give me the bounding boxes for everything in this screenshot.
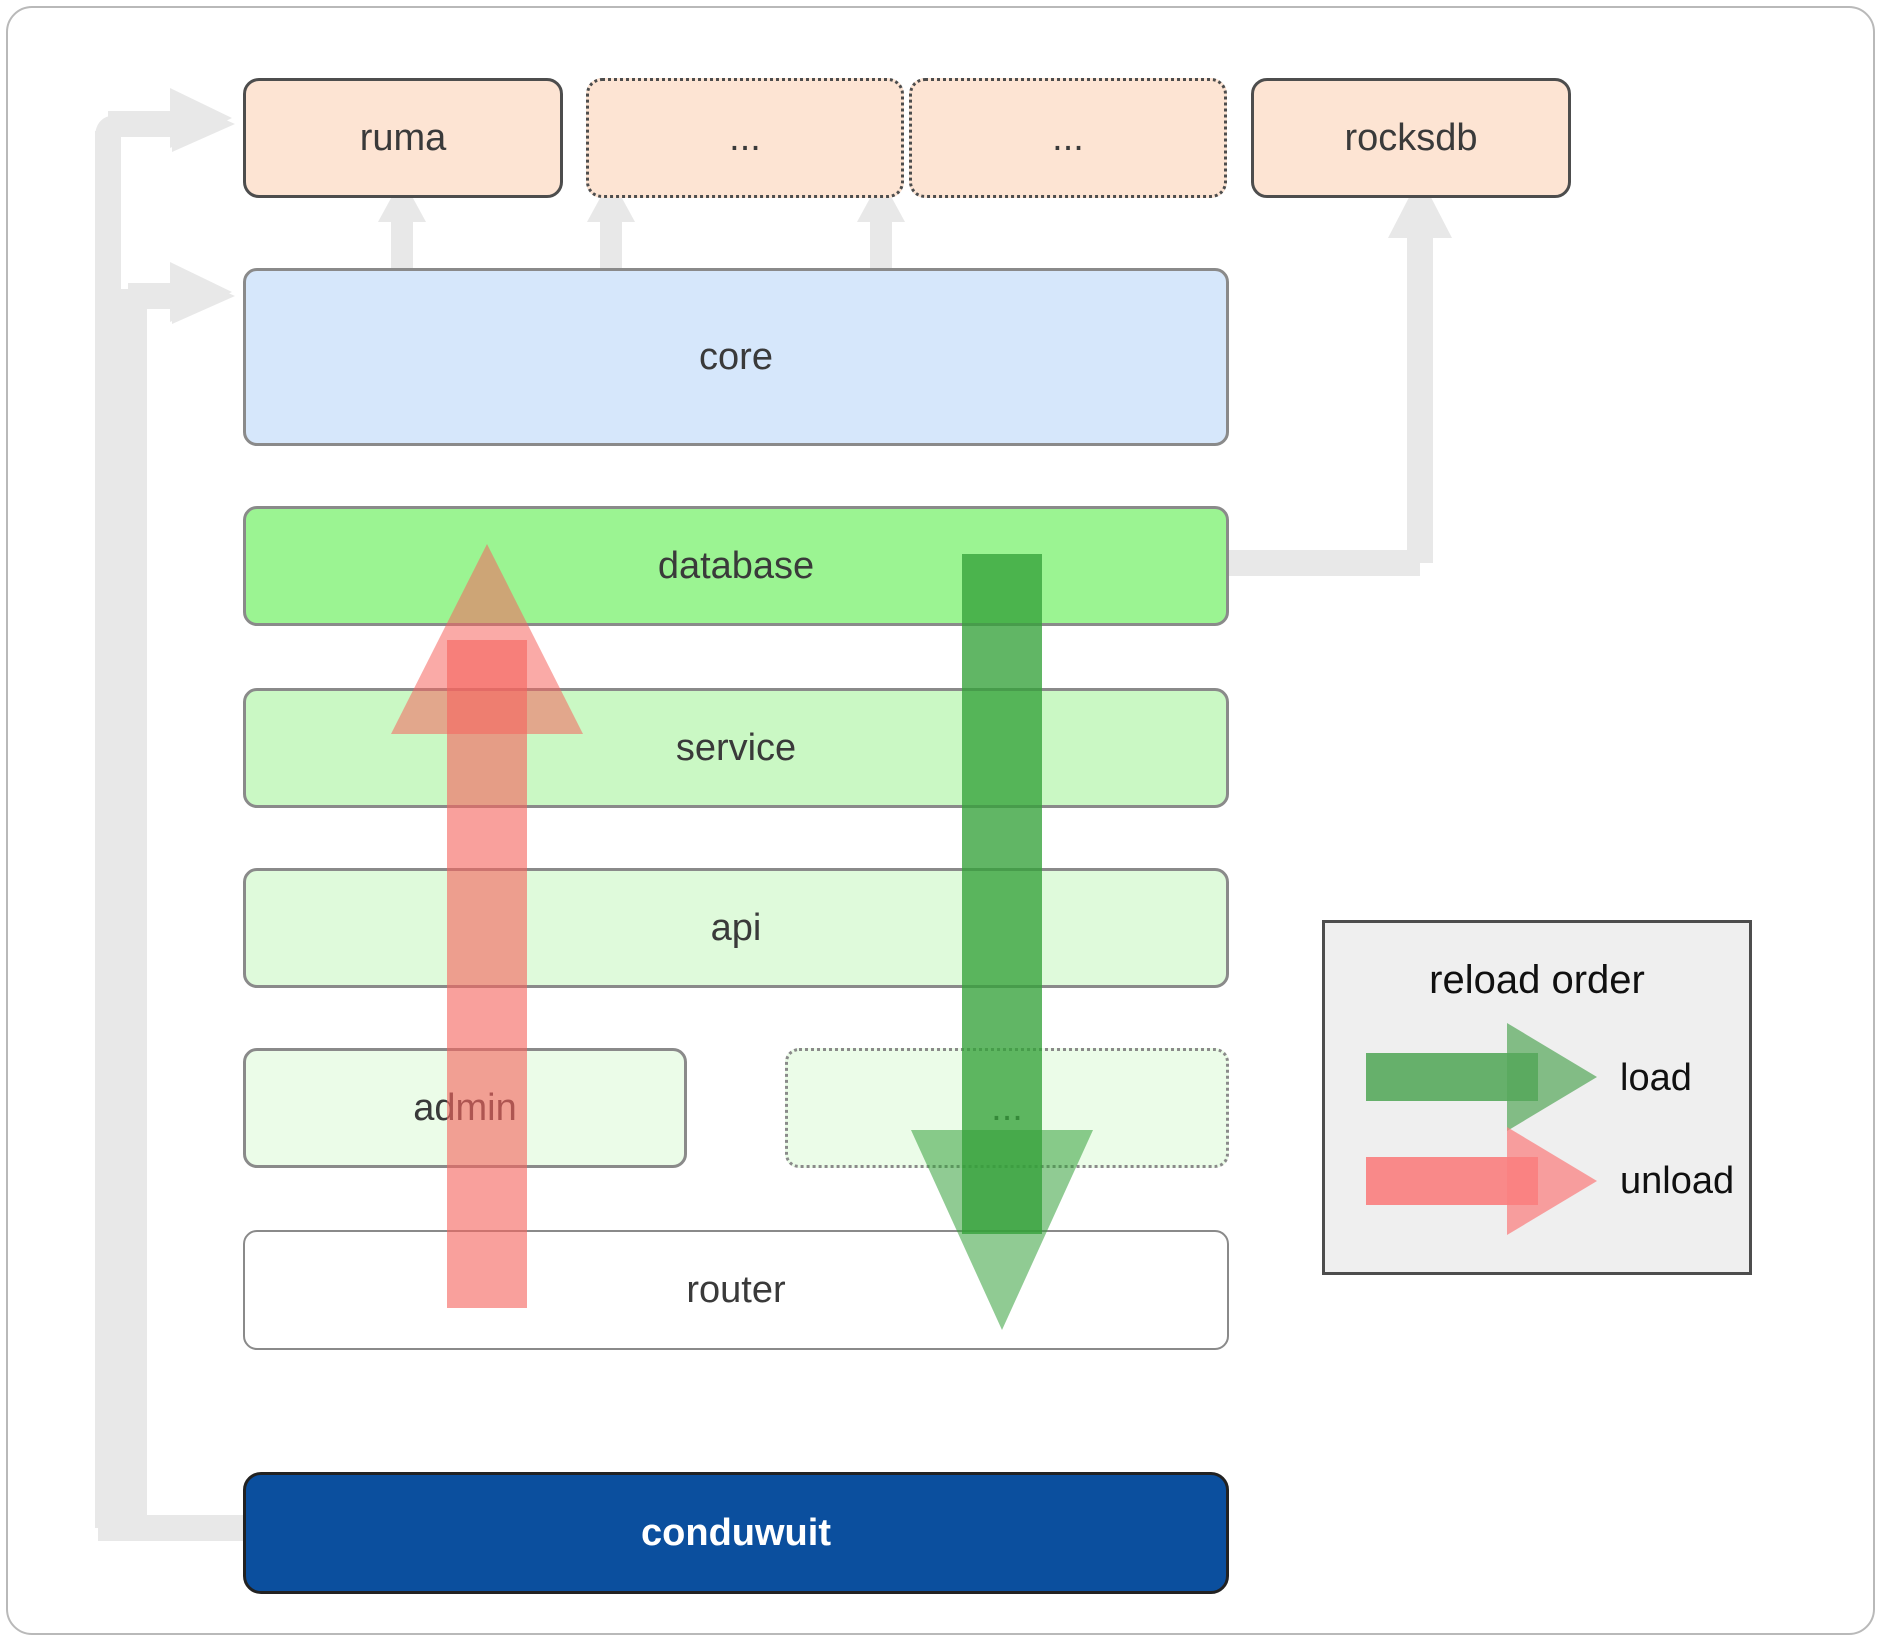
node-dependency-more-2[interactable]: ... xyxy=(909,78,1227,198)
load-arrow-shaft xyxy=(962,554,1042,1234)
node-rocksdb-label: rocksdb xyxy=(1344,116,1478,159)
legend-label-unload: unload xyxy=(1620,1160,1735,1202)
node-dependency-more-1[interactable]: ... xyxy=(586,78,904,198)
legend-unload-arrow xyxy=(1366,1127,1597,1235)
node-service[interactable]: service xyxy=(243,688,1229,808)
legend-label-load: load xyxy=(1620,1057,1692,1099)
node-router[interactable]: router xyxy=(243,1230,1229,1350)
node-service-label: service xyxy=(675,726,797,769)
unload-flow-arrow xyxy=(391,544,583,1308)
load-flow-arrow xyxy=(911,554,1093,1330)
node-api[interactable]: api xyxy=(243,868,1229,988)
node-conduwuit[interactable]: conduwuit xyxy=(243,1472,1229,1594)
load-arrow-head xyxy=(911,1130,1093,1330)
node-api-label: api xyxy=(710,906,762,949)
node-rocksdb[interactable]: rocksdb xyxy=(1251,78,1571,198)
arrowhead-to-rocksdb xyxy=(1388,176,1452,238)
node-dependency-more-1-label: ... xyxy=(729,116,761,159)
node-ruma[interactable]: ruma xyxy=(243,78,563,198)
legend-load-arrow xyxy=(1366,1023,1597,1131)
node-database-label: database xyxy=(657,544,815,587)
node-core[interactable]: core xyxy=(243,268,1229,446)
connector-arrowheads xyxy=(172,96,235,324)
node-core-label: core xyxy=(699,335,773,378)
arrowhead-to-core xyxy=(172,268,235,324)
node-conduwuit-label: conduwuit xyxy=(641,1511,831,1554)
arrow-core-to-dep1 xyxy=(587,178,635,274)
connector-trunk-strokes xyxy=(95,111,243,1541)
arrowhead-to-ruma xyxy=(172,96,235,152)
unload-arrow-head xyxy=(391,544,583,734)
arrow-core-to-ruma xyxy=(378,178,426,274)
arrow-core-to-dep2 xyxy=(857,178,905,274)
core-to-dependency-arrows xyxy=(378,178,905,274)
node-ruma-label: ruma xyxy=(359,116,447,159)
node-database[interactable]: database xyxy=(243,506,1229,626)
node-router-label: router xyxy=(686,1268,786,1311)
legend-title: reload order xyxy=(1429,958,1645,1002)
unload-arrow-shaft xyxy=(447,640,527,1308)
node-dependency-more-2-label: ... xyxy=(1052,116,1084,159)
